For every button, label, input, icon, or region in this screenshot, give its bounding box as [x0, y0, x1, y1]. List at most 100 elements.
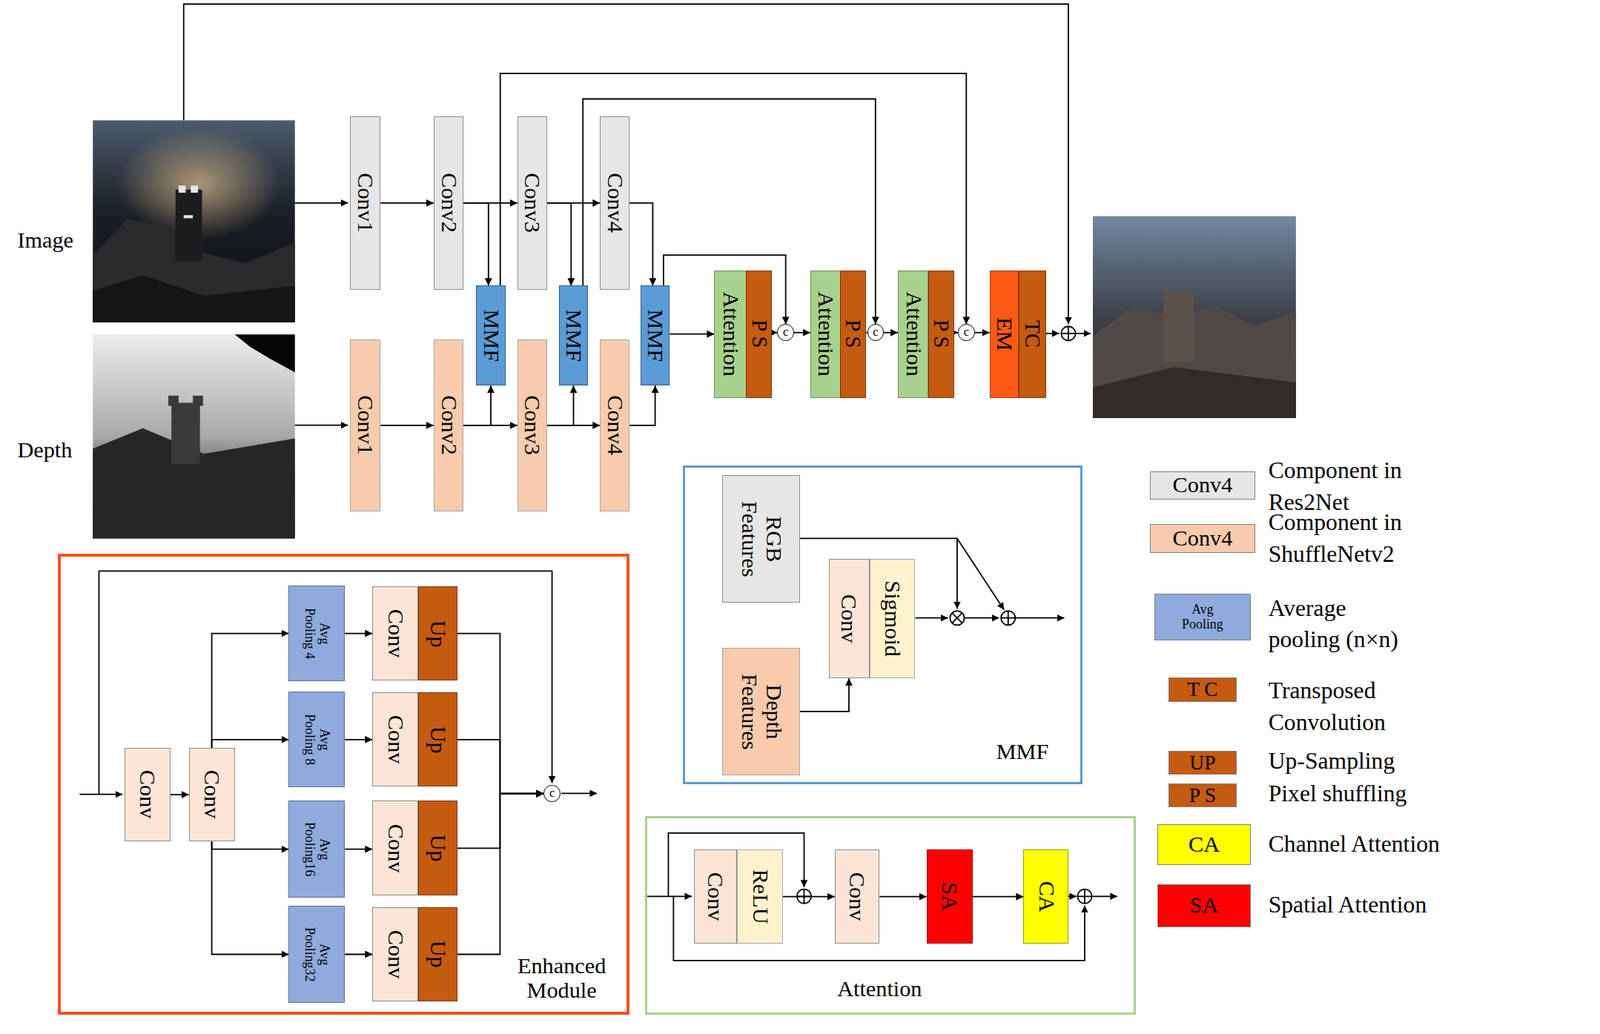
photo-ground	[92, 120, 296, 322]
block-label: Conv2	[435, 173, 461, 234]
encoder-block: Conv3	[517, 339, 548, 511]
connector-arrow	[782, 896, 835, 898]
block-label: Avg Pooling32	[302, 923, 332, 987]
encoder-block: Conv3	[517, 116, 548, 290]
attention-block: Attention	[897, 270, 929, 399]
connector-arrow	[457, 794, 545, 955]
block-label: MMF	[561, 309, 586, 362]
connector-arrow	[212, 841, 290, 849]
block-label: Conv	[199, 770, 224, 820]
upsample-block: P S	[840, 270, 866, 399]
activation-block: ReLU	[736, 849, 783, 944]
legend-text: Component in Res2Net	[1268, 455, 1432, 519]
photo-light	[190, 185, 198, 193]
legend-swatch: UP	[1168, 751, 1237, 775]
connector-arrow	[883, 332, 898, 334]
legend-swatch: SA	[1157, 884, 1252, 928]
legend-text: Channel Attention	[1268, 828, 1440, 861]
connector-arrow	[972, 896, 1024, 898]
legend-text-holder: Component in Res2Net	[1268, 455, 1432, 519]
concat-node: c	[543, 785, 561, 803]
upsample-block: Up	[418, 907, 457, 1003]
depth-map-photo	[92, 334, 296, 539]
connector-arrow	[344, 954, 373, 956]
block-label: Up	[426, 834, 449, 863]
block-label: Up	[426, 725, 449, 754]
encoder-block: Conv4	[599, 116, 630, 290]
block-label: Conv2	[435, 395, 461, 456]
connector-arrow	[547, 385, 574, 426]
product-symbol	[949, 610, 964, 626]
block-label: Conv	[134, 770, 160, 820]
connector-arrow	[547, 203, 572, 286]
sum-symbol	[1000, 610, 1016, 626]
upsample-block: TC	[1018, 270, 1047, 399]
legend-text-holder: Up-Sampling	[1268, 745, 1396, 778]
attention-block: Attention	[810, 270, 841, 399]
concat-node: c	[957, 324, 975, 342]
output-wire	[1092, 895, 1118, 898]
block-label: Conv1	[352, 173, 378, 234]
input-image-photo	[92, 120, 296, 322]
connector-arrow	[669, 333, 714, 336]
block-label: Conv3	[519, 173, 545, 234]
legend-swatch: T C	[1168, 677, 1237, 703]
panel-title: Attention	[828, 977, 932, 1002]
output-wire	[1075, 332, 1092, 335]
sum-symbol	[1060, 326, 1076, 341]
conv-block: Conv	[124, 748, 171, 843]
pooling-block: Avg Pooling 4	[288, 585, 345, 682]
legend-swatch: CA	[1157, 824, 1252, 866]
block-label: Conv	[383, 609, 408, 659]
connector-arrow	[212, 841, 290, 955]
input-label: Depth	[17, 436, 72, 464]
conv-block: Conv	[834, 849, 881, 944]
detail-panel: AttentionConvReLUConvSACA	[645, 816, 1136, 1016]
block-label: c	[963, 326, 970, 339]
connector-arrow	[974, 332, 990, 334]
block-label: ReLU	[747, 869, 772, 925]
connector-arrow	[380, 424, 434, 427]
block-label: c	[872, 326, 878, 339]
block-label: Conv4	[602, 173, 628, 234]
encoder-block: RGB Features	[722, 475, 800, 603]
block-label: Up	[426, 619, 449, 648]
conv-block: Conv	[372, 586, 419, 681]
sum-symbol	[1077, 889, 1092, 904]
block-label: Conv3	[519, 395, 545, 456]
conv-block: Conv	[693, 849, 737, 944]
photo-tower	[171, 402, 201, 465]
connector-arrow	[212, 739, 290, 749]
block-label: P S	[930, 320, 952, 349]
block-label: c	[782, 326, 789, 339]
channel-attention-block: CA	[1023, 849, 1069, 944]
detail-panel: Enhanced ModuleConvConvAvg Pooling 4Avg …	[57, 553, 630, 1016]
connector-arrow	[463, 203, 489, 286]
legend-text-holder: Channel Attention	[1268, 828, 1440, 861]
pooling-block: Avg Pooling32	[288, 906, 345, 1004]
legend-text-holder: Pixel shuffling	[1268, 778, 1408, 811]
connector-arrow	[629, 385, 655, 426]
pooling-block: Avg Pooling16	[288, 800, 345, 898]
photo-ground	[1092, 216, 1297, 419]
encoder-block: Conv4	[599, 339, 630, 511]
concat-node: c	[777, 324, 795, 342]
wire	[915, 617, 949, 620]
output-image-photo	[1092, 216, 1297, 419]
block-label: RGB Features	[736, 480, 786, 598]
photo-tower	[192, 395, 204, 407]
block-label: Conv	[836, 594, 861, 644]
legend-text: Transposed Convolution	[1268, 675, 1432, 739]
block-label: MMF	[642, 309, 668, 362]
sum-symbol	[1000, 610, 1016, 626]
product-symbol	[951, 613, 963, 624]
detail-panel: MMFRGB FeaturesDepth FeaturesConvSigmoid	[682, 465, 1084, 786]
connector-arrow	[879, 896, 927, 898]
conv-block: Conv	[372, 800, 419, 896]
encoder-block: Depth Features	[722, 648, 800, 776]
block-label: P S	[748, 320, 770, 349]
photo-tower	[168, 395, 179, 407]
wire	[1068, 895, 1077, 898]
upsample-block: Up	[418, 586, 457, 681]
